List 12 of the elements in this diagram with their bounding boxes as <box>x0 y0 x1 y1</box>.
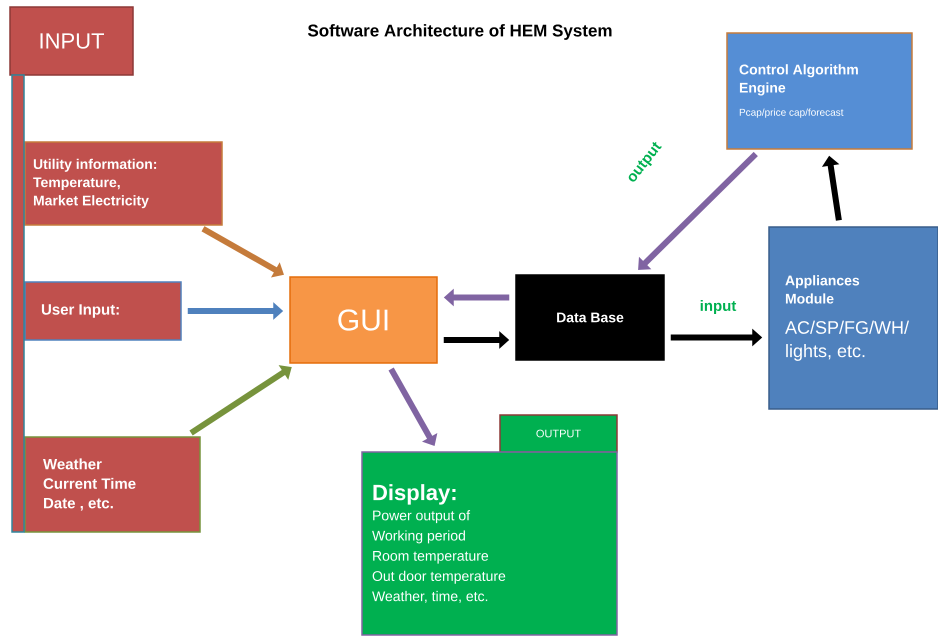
tab-label: OUTPUT <box>499 414 618 453</box>
title: Software Architecture of HEM System <box>308 24 612 40</box>
arrow <box>638 152 758 270</box>
module-box: Appliances Module AC/SP/FG/WH/ lights, etc. <box>768 226 938 410</box>
arrow <box>388 368 438 446</box>
heading-box: INPUT <box>9 6 134 76</box>
input-box: User Input: <box>24 281 182 341</box>
vertical-bar <box>11 74 25 533</box>
gui-box: GUI <box>289 276 438 364</box>
edge-label: input <box>700 300 736 314</box>
engine-box: Control Algorithm Engine Pcap/price cap/forecast <box>726 32 913 150</box>
database-box: Data Base <box>515 274 665 361</box>
